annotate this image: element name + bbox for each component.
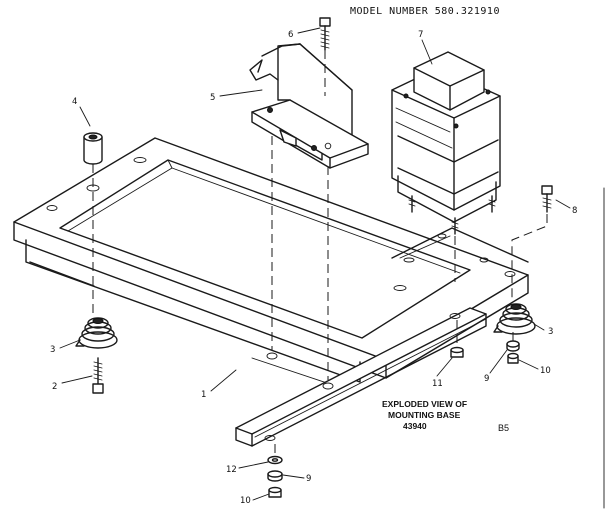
caption-block: EXPLODED VIEW OF MOUNTING BASE 43940 B5 <box>382 399 509 433</box>
callout-8: 8 <box>572 206 577 216</box>
callout-5: 5 <box>210 93 215 103</box>
callout-3-right: 3 <box>548 327 553 337</box>
spring-right <box>493 303 536 335</box>
callout-6: 6 <box>288 30 293 40</box>
mounting-base-frame <box>13 137 529 447</box>
section-code: B5 <box>498 423 509 433</box>
alignment-lines <box>92 50 548 456</box>
callout-numbers: 1 2 3 3 4 5 6 7 8 9 9 10 10 11 12 <box>50 30 577 506</box>
transformer-part <box>391 51 501 235</box>
callout-10-bottom: 10 <box>240 496 251 506</box>
leader-lines <box>59 27 571 501</box>
caption-line-1: EXPLODED VIEW OF <box>382 399 467 409</box>
model-number-header: MODEL NUMBER 580.321910 <box>350 6 500 17</box>
callout-1: 1 <box>201 390 206 400</box>
callout-4: 4 <box>72 97 77 107</box>
motor-bracket-part <box>249 43 369 169</box>
callout-3-left: 3 <box>50 345 55 355</box>
bolt-part-lower <box>92 357 104 394</box>
callout-12: 12 <box>226 465 237 475</box>
callout-9-bottom: 9 <box>306 474 311 484</box>
bolt-part-right <box>541 185 553 213</box>
callout-10-right: 10 <box>540 366 551 376</box>
caption-line-2: MOUNTING BASE <box>388 410 461 420</box>
hardware-stack-right <box>506 340 520 364</box>
callout-2: 2 <box>52 382 57 392</box>
spacer-part <box>83 132 103 165</box>
nut-part-center <box>450 346 464 358</box>
callout-9-right: 9 <box>484 374 489 384</box>
callout-7: 7 <box>418 30 423 40</box>
bolt-part-upper <box>319 17 331 51</box>
callout-11: 11 <box>432 379 443 389</box>
hardware-stack-bottom <box>267 455 283 498</box>
spring-left <box>75 317 118 349</box>
drawing-number: 43940 <box>403 421 427 431</box>
